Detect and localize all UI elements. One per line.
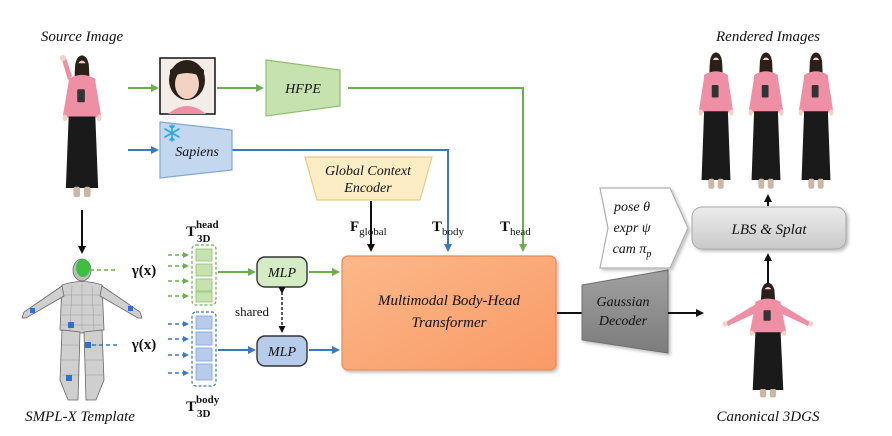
raised-hand — [60, 55, 66, 61]
gaussian-decoder-box — [581, 269, 669, 354]
rendered-person-2 — [748, 52, 784, 189]
transformer-label-line2: Transformer — [411, 315, 486, 331]
head-token-stack — [191, 244, 217, 306]
transformer-label-line1: Multimodal Body-Head — [377, 293, 521, 309]
gamma-body-label: γ(x) — [131, 337, 157, 353]
sapiens-path — [128, 146, 452, 252]
source-image-label: Source Image — [41, 29, 124, 45]
lbs-splat-box — [691, 206, 847, 250]
mlp-body-label: MLP — [267, 345, 296, 360]
gce-label-line2: Encoder — [343, 181, 392, 196]
fglobal-token: Fglobal — [350, 219, 387, 238]
mlp-body-box — [256, 335, 308, 367]
head-token-fanout — [168, 252, 189, 299]
hfpe-path — [128, 84, 527, 252]
rendered-person-3 — [798, 52, 834, 189]
gamma-head-label: γ(x) — [131, 263, 157, 279]
thead-token: Thead — [500, 219, 531, 238]
gce-label-line1: Global Context — [325, 164, 412, 179]
smplx-template-mesh — [21, 258, 143, 401]
snowflake-icon — [164, 124, 180, 142]
param-cam: cam πp — [613, 242, 652, 260]
param-expr: expr ψ — [613, 221, 650, 236]
lbs-splat-label: LBS & Splat — [730, 222, 807, 238]
decoder-label-line2: Decoder — [598, 314, 648, 329]
sapiens-label: Sapiens — [175, 145, 219, 160]
body-token-stack — [191, 311, 217, 387]
global-context-encoder — [304, 156, 433, 201]
rendered-images-label: Rendered Images — [715, 29, 820, 45]
shared-label: shared — [235, 304, 269, 319]
transformer-box — [341, 255, 557, 371]
decoder-label-line1: Gaussian — [597, 295, 650, 310]
canonical-3dgs-label: Canonical 3DGS — [717, 409, 820, 425]
raised-arm — [62, 58, 72, 80]
rendered-person-1 — [698, 52, 734, 189]
mlp-head-label: MLP — [267, 266, 296, 281]
smplx-template-label: SMPL-X Template — [25, 409, 135, 425]
param-pose: pose θ — [613, 200, 650, 215]
body-token-fanout — [168, 321, 189, 376]
hfpe-module — [265, 59, 341, 117]
face-crop-thumbnail — [159, 57, 216, 115]
params-bubble — [599, 187, 689, 269]
tbody-token: Tbody — [432, 219, 465, 238]
canonical-person — [722, 282, 814, 398]
hfpe-label: HFPE — [284, 82, 321, 97]
